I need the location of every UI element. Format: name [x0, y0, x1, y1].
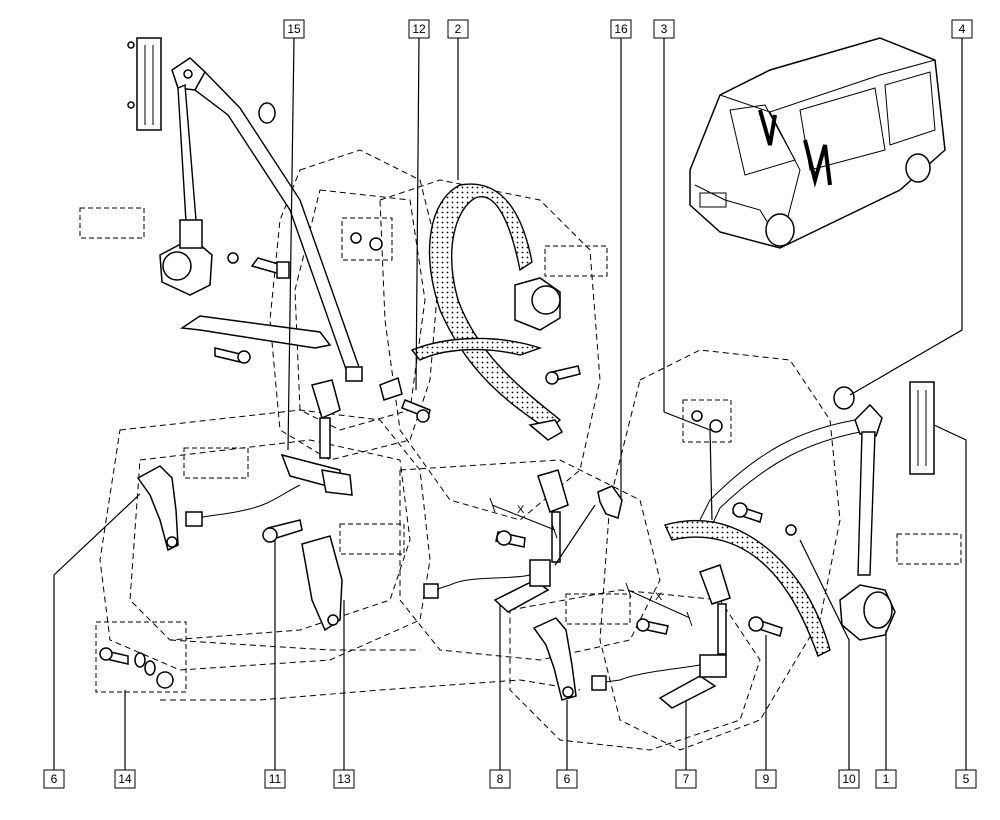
callout-15: 15 — [283, 19, 305, 39]
callout-7: 7 — [675, 769, 697, 789]
svg-text:2: 2 — [455, 22, 462, 36]
callout-11: 11 — [264, 769, 286, 789]
svg-text:12: 12 — [412, 22, 426, 36]
svg-text:6: 6 — [564, 772, 571, 786]
svg-text:3: 3 — [661, 22, 668, 36]
driver-belt-assembly — [127, 37, 363, 382]
svg-text:14: 14 — [118, 772, 132, 786]
callout-12: 12 — [408, 19, 430, 39]
svg-text:13: 13 — [337, 772, 351, 786]
svg-text:4: 4 — [959, 22, 966, 36]
callout-10: 10 — [838, 769, 860, 789]
dimension-x-label-centre: X — [517, 504, 525, 516]
callout-6-right: 6 — [556, 769, 578, 789]
callout-13: 13 — [333, 769, 355, 789]
callout-8: 8 — [489, 769, 511, 789]
callout-14: 14 — [114, 769, 136, 789]
passenger-belt-assembly — [532, 381, 935, 709]
callout-9: 9 — [755, 769, 777, 789]
svg-text:11: 11 — [269, 772, 282, 786]
reference-boxes — [79, 207, 962, 693]
leader-lines — [53, 37, 967, 770]
callout-4: 4 — [951, 19, 973, 39]
left-buckle-parts — [99, 379, 353, 689]
svg-text:16: 16 — [614, 22, 628, 36]
svg-text:6: 6 — [51, 772, 58, 786]
svg-text:8: 8 — [497, 772, 504, 786]
callout-6-left: 6 — [43, 769, 65, 789]
callout-2: 2 — [447, 19, 469, 39]
svg-text:9: 9 — [763, 772, 770, 786]
van-thumbnail — [689, 37, 946, 249]
centre-lower-buckle — [423, 469, 623, 613]
seat-outlines — [99, 149, 841, 751]
callout-16: 16 — [610, 19, 632, 39]
svg-text:10: 10 — [842, 772, 856, 786]
callout-3: 3 — [653, 19, 675, 39]
callout-5: 5 — [955, 769, 977, 789]
callout-1: 1 — [875, 769, 897, 789]
svg-text:7: 7 — [683, 772, 690, 786]
svg-text:5: 5 — [963, 772, 970, 786]
svg-text:15: 15 — [287, 22, 301, 36]
dimension-x-label-passenger: X — [655, 591, 663, 603]
centre-belt-assembly — [350, 183, 581, 441]
svg-text:1: 1 — [883, 772, 890, 786]
